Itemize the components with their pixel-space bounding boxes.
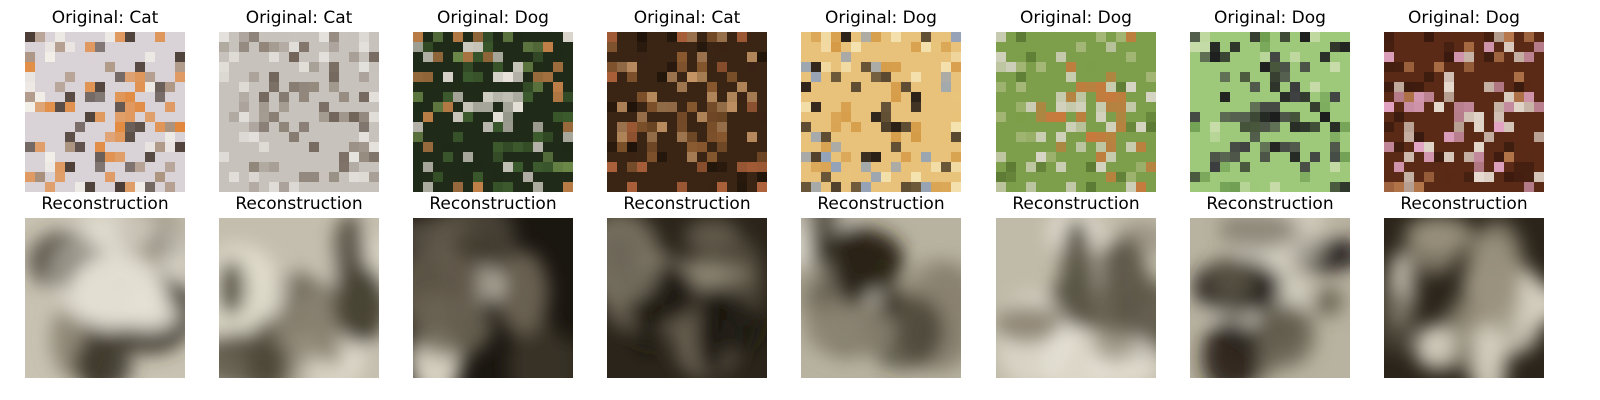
original-image xyxy=(996,32,1156,192)
reconstruction-image-svg xyxy=(25,218,185,378)
original-image xyxy=(801,32,961,192)
original-image-svg xyxy=(219,32,379,192)
reconstruction-image xyxy=(996,218,1156,378)
reconstruction-image-svg xyxy=(607,218,767,378)
reconstruction-image xyxy=(1190,218,1350,378)
reconstruction-image-svg xyxy=(413,218,573,378)
original-image-svg xyxy=(1190,32,1350,192)
reconstruction-title: Reconstruction xyxy=(429,194,557,214)
original-image-svg xyxy=(996,32,1156,192)
original-image xyxy=(1384,32,1544,192)
original-image-svg xyxy=(25,32,185,192)
reconstruction-title: Reconstruction xyxy=(1012,194,1140,214)
reconstruction-title: Reconstruction xyxy=(235,194,363,214)
original-title: Original: Dog xyxy=(1020,8,1132,28)
reconstruction-image xyxy=(607,218,767,378)
reconstruction-image xyxy=(1384,218,1544,378)
original-image-svg xyxy=(413,32,573,192)
original-image xyxy=(413,32,573,192)
original-title: Original: Dog xyxy=(1214,8,1326,28)
reconstruction-image xyxy=(219,218,379,378)
reconstruction-image xyxy=(801,218,961,378)
original-image xyxy=(1190,32,1350,192)
original-title: Original: Dog xyxy=(825,8,937,28)
reconstruction-title: Reconstruction xyxy=(623,194,751,214)
reconstruction-image xyxy=(413,218,573,378)
reconstruction-title: Reconstruction xyxy=(817,194,945,214)
original-image xyxy=(607,32,767,192)
original-title: Original: Cat xyxy=(633,8,741,28)
reconstruction-image-svg xyxy=(801,218,961,378)
original-image-svg xyxy=(801,32,961,192)
original-image xyxy=(219,32,379,192)
reconstruction-image-svg xyxy=(1384,218,1544,378)
reconstruction-image xyxy=(25,218,185,378)
original-image xyxy=(25,32,185,192)
reconstruction-title: Reconstruction xyxy=(1206,194,1334,214)
reconstruction-title: Reconstruction xyxy=(1400,194,1528,214)
original-title: Original: Cat xyxy=(245,8,353,28)
original-title: Original: Dog xyxy=(437,8,549,28)
reconstruction-title: Reconstruction xyxy=(41,194,169,214)
original-title: Original: Cat xyxy=(51,8,159,28)
original-image-svg xyxy=(607,32,767,192)
reconstruction-image-svg xyxy=(219,218,379,378)
original-title: Original: Dog xyxy=(1408,8,1520,28)
reconstruction-image-svg xyxy=(996,218,1156,378)
reconstruction-image-svg xyxy=(1190,218,1350,378)
original-image-svg xyxy=(1384,32,1544,192)
